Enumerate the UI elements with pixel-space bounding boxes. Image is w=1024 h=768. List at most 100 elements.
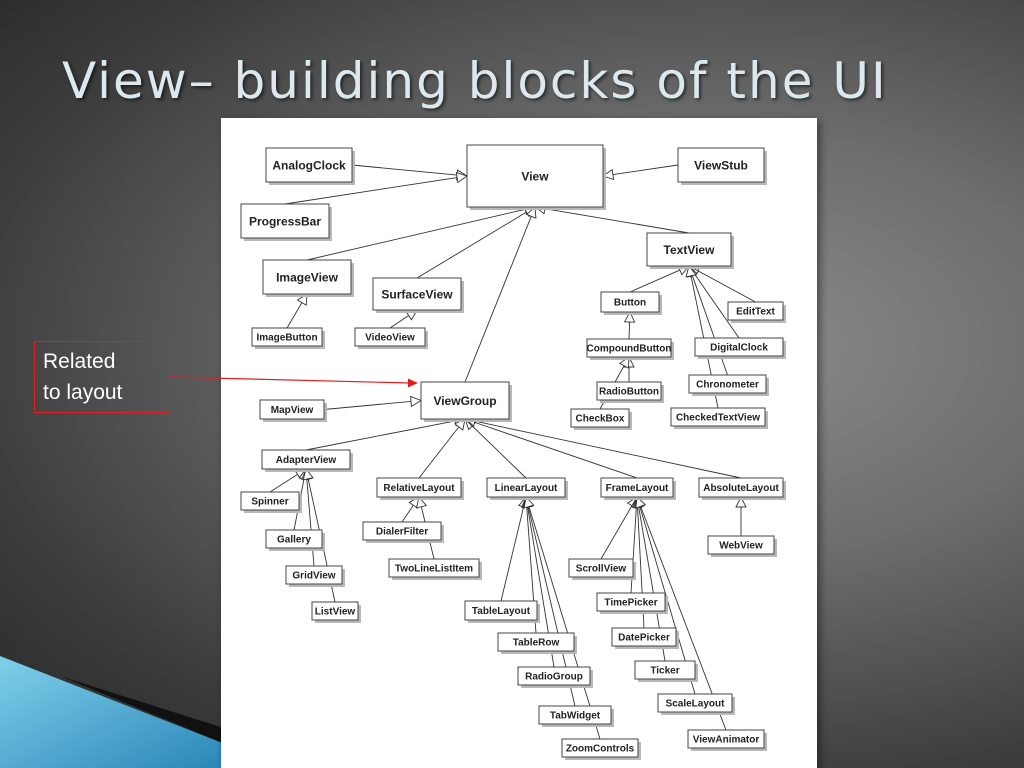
node-button: Button bbox=[600, 291, 662, 315]
node-chronometer: Chronometer bbox=[688, 374, 769, 396]
edge-line bbox=[474, 420, 742, 479]
node-box bbox=[388, 558, 480, 578]
node-view-animator: ViewAnimator bbox=[687, 729, 767, 751]
node-label: Spinner bbox=[251, 497, 288, 508]
node-adapter-view: AdapterView bbox=[261, 449, 353, 472]
node-box bbox=[354, 327, 426, 347]
node-label: ImageView bbox=[276, 270, 338, 284]
node-absolute-layout: AbsoluteLayout bbox=[698, 477, 786, 500]
edge-analog-clock-to-view bbox=[351, 164, 469, 181]
node-box bbox=[611, 627, 677, 647]
edge-line bbox=[401, 505, 414, 523]
edge-button-to-text-view bbox=[629, 264, 690, 293]
edge-line bbox=[474, 421, 638, 479]
node-analog-clock: AnalogClock bbox=[265, 147, 355, 185]
node-linear-layout: LinearLayout bbox=[486, 477, 568, 500]
node-view-stub: ViewStub bbox=[677, 147, 767, 185]
node-box bbox=[265, 529, 323, 549]
node-box bbox=[362, 521, 442, 541]
node-scale-layout: ScaleLayout bbox=[657, 693, 735, 715]
node-label: TimePicker bbox=[604, 598, 657, 609]
node-box bbox=[707, 535, 775, 555]
edge-line bbox=[286, 302, 303, 329]
node-box bbox=[670, 407, 766, 427]
node-label: Button bbox=[614, 298, 646, 309]
node-box bbox=[586, 338, 672, 358]
node-surface-view: SurfaceView bbox=[372, 277, 464, 313]
edge-line bbox=[306, 208, 526, 261]
node-label: Gallery bbox=[277, 535, 311, 546]
edge-dialer-filter-to-relative-layout bbox=[401, 496, 420, 523]
inheritance-arrowhead bbox=[455, 171, 468, 184]
edge-line bbox=[500, 506, 525, 602]
node-box bbox=[464, 600, 538, 621]
node-label: ScaleLayout bbox=[666, 699, 726, 710]
node-label: RelativeLayout bbox=[383, 483, 455, 494]
node-label: EditText bbox=[736, 307, 775, 318]
node-box bbox=[688, 374, 767, 394]
edge-line bbox=[306, 478, 315, 567]
node-zoom-controls: ZoomControls bbox=[561, 738, 641, 760]
node-label: ListView bbox=[315, 607, 356, 618]
inheritance-arrowhead bbox=[735, 495, 747, 508]
edge-line bbox=[305, 420, 456, 451]
node-label: TableLayout bbox=[472, 606, 531, 617]
node-box bbox=[240, 491, 300, 511]
node-box bbox=[596, 592, 666, 612]
node-box bbox=[265, 147, 353, 183]
edge-line bbox=[600, 505, 633, 560]
node-label: CheckBox bbox=[576, 414, 625, 425]
node-label: ViewAnimator bbox=[693, 735, 760, 746]
node-digital-clock: DigitalClock bbox=[694, 337, 786, 359]
node-box bbox=[486, 477, 566, 498]
node-image-button: ImageButton bbox=[251, 327, 325, 349]
node-spinner: Spinner bbox=[240, 491, 302, 513]
node-gallery: Gallery bbox=[265, 529, 325, 551]
node-box bbox=[570, 408, 630, 428]
node-progress-bar: ProgressBar bbox=[240, 203, 332, 241]
node-box bbox=[538, 705, 612, 725]
callout-line-1: Related bbox=[43, 350, 116, 373]
node-label: TwoLineListItem bbox=[395, 564, 473, 575]
node-label: LinearLayout bbox=[495, 483, 558, 494]
edge-line bbox=[351, 164, 458, 176]
edge-image-view-to-view bbox=[306, 203, 536, 261]
node-box bbox=[727, 301, 784, 321]
node-radio-group: RadioGroup bbox=[517, 666, 593, 688]
edge-compound-button-to-button bbox=[623, 310, 636, 340]
edge-line bbox=[471, 425, 527, 479]
edge-image-button-to-image-view bbox=[286, 293, 308, 329]
node-box bbox=[698, 477, 784, 498]
node-label: TabWidget bbox=[550, 711, 601, 722]
edge-line bbox=[640, 506, 727, 731]
slide-title: View– building blocks of the UI bbox=[62, 52, 888, 110]
node-box bbox=[285, 565, 343, 585]
inheritance-arrowhead bbox=[410, 395, 423, 408]
edge-line bbox=[269, 474, 298, 493]
node-label: View bbox=[521, 169, 549, 183]
edge-line bbox=[697, 270, 756, 303]
inheritance-arrowhead bbox=[623, 310, 636, 323]
related-to-layout-callout: Related to layout bbox=[34, 341, 170, 413]
edge-table-layout-to-linear-layout bbox=[500, 496, 530, 602]
node-two-line-list-item: TwoLineListItem bbox=[388, 558, 482, 580]
node-image-view: ImageView bbox=[262, 259, 354, 297]
node-label: Chronometer bbox=[696, 380, 759, 391]
node-label: WebView bbox=[719, 541, 763, 552]
node-box bbox=[694, 337, 784, 357]
edge-line bbox=[691, 275, 728, 376]
edge-relative-layout-to-view-group bbox=[418, 418, 466, 479]
node-box bbox=[497, 632, 575, 652]
edge-surface-view-to-view bbox=[416, 206, 536, 279]
node-box bbox=[600, 477, 674, 498]
node-view-group: ViewGroup bbox=[420, 381, 512, 422]
callout-line-2: to layout bbox=[43, 381, 123, 404]
node-box bbox=[646, 232, 732, 267]
node-date-picker: DatePicker bbox=[611, 627, 679, 649]
node-label: ViewStub bbox=[694, 158, 748, 172]
corner-decoration bbox=[0, 656, 230, 768]
node-box bbox=[568, 558, 634, 578]
